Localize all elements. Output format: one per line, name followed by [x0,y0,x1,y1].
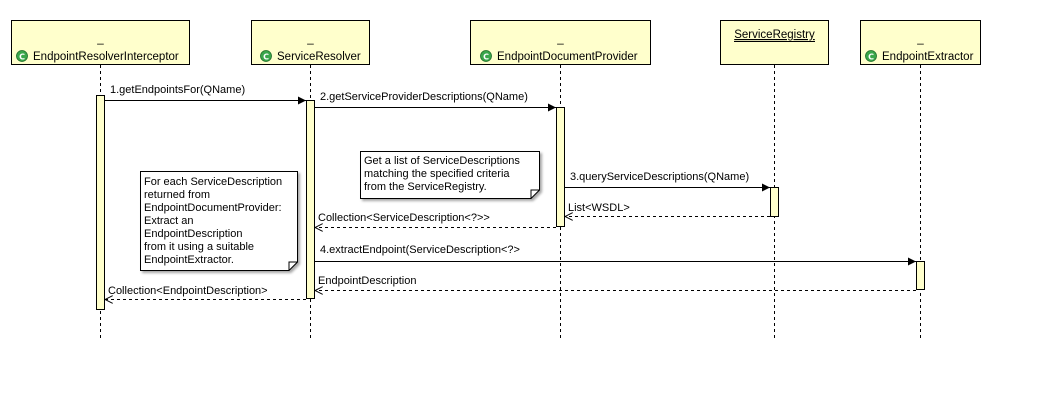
activation-endpoint-document-provider [556,107,565,227]
activations [96,95,925,310]
note-line: For each ServiceDescription [144,176,282,188]
message-4[interactable]: 4.extractEndpoint(ServiceDescription<?> [315,244,916,266]
activation-endpoint-extractor [916,261,925,290]
svg-text:C: C [19,53,25,62]
class-icon: C [480,50,492,62]
activation-service-registry [770,187,779,217]
message-label: EndpointDescription [318,275,416,287]
svg-text:C: C [483,53,489,62]
message-1[interactable]: 1.getEndpointsFor(QName) [105,84,306,105]
activation-service-resolver [306,100,315,299]
note-line: Get a list of ServiceDescriptions [364,155,520,167]
message-2[interactable]: 2.getServiceProviderDescriptions(QName) [315,91,556,112]
message-return-collection-service-description[interactable]: Collection<ServiceDescription<?>> [315,212,556,228]
note-line: from the ServiceRegistry. [364,181,487,193]
message-label: 3.queryServiceDescriptions(QName) [570,171,749,183]
participant-name: ServiceResolver [277,51,361,63]
class-icon: C [865,50,877,62]
note-line: EndpointDocumentProvider: [144,202,282,214]
participant-stereotype: _ [96,33,104,45]
message-label: Collection<ServiceDescription<?>> [318,212,490,224]
note-line: EndpointDescription [144,228,242,240]
participant-stereotype: _ [306,33,314,45]
class-icon: C [16,50,28,62]
participant-stereotype: _ [916,33,924,45]
note-line: EndpointExtractor. [144,254,234,266]
message-3[interactable]: 3.queryServiceDescriptions(QName) [565,171,770,192]
participant-endpoint-extractor[interactable]: _ C EndpointExtractor [860,20,981,65]
participant-service-registry[interactable]: ServiceRegistry [720,20,829,65]
message-return-collection-endpoint-description[interactable]: Collection<EndpointDescription> [105,285,306,300]
class-icon: C [260,50,272,62]
participant-name: EndpointDocumentProvider [497,51,638,63]
svg-text:C: C [868,53,874,62]
participant-endpoint-document-provider[interactable]: _ C EndpointDocumentProvider [470,20,651,65]
activation-endpoint-resolver-interceptor [96,95,105,310]
message-label: 1.getEndpointsFor(QName) [110,84,245,96]
note-get-service-descriptions[interactable]: Get a list of ServiceDescriptions matchi… [360,151,540,199]
participant-name: EndpointExtractor [882,51,974,63]
participant-name: ServiceRegistry [734,29,815,41]
note-line: from it using a suitable [144,241,254,253]
message-label: 4.extractEndpoint(ServiceDescription<?> [320,244,520,256]
note-line: returned from [144,189,210,201]
note-extract-endpoint-description[interactable]: For each ServiceDescription returned fro… [140,171,298,271]
participant-service-resolver[interactable]: _ C ServiceResolver [251,20,370,65]
svg-text:C: C [263,53,269,62]
message-return-endpoint-description[interactable]: EndpointDescription [315,275,916,291]
note-line: Extract an [144,215,194,227]
participant-name: EndpointResolverInterceptor [33,51,179,63]
message-return-list-wsdl[interactable]: List<WSDL> [565,202,770,217]
participant-endpoint-resolver-interceptor[interactable]: _ C EndpointResolverInterceptor [11,20,190,65]
message-label: Collection<EndpointDescription> [108,285,268,297]
message-label: 2.getServiceProviderDescriptions(QName) [320,91,528,103]
note-line: matching the specified criteria [364,168,510,180]
message-label: List<WSDL> [568,202,630,214]
participant-stereotype: _ [556,33,564,45]
